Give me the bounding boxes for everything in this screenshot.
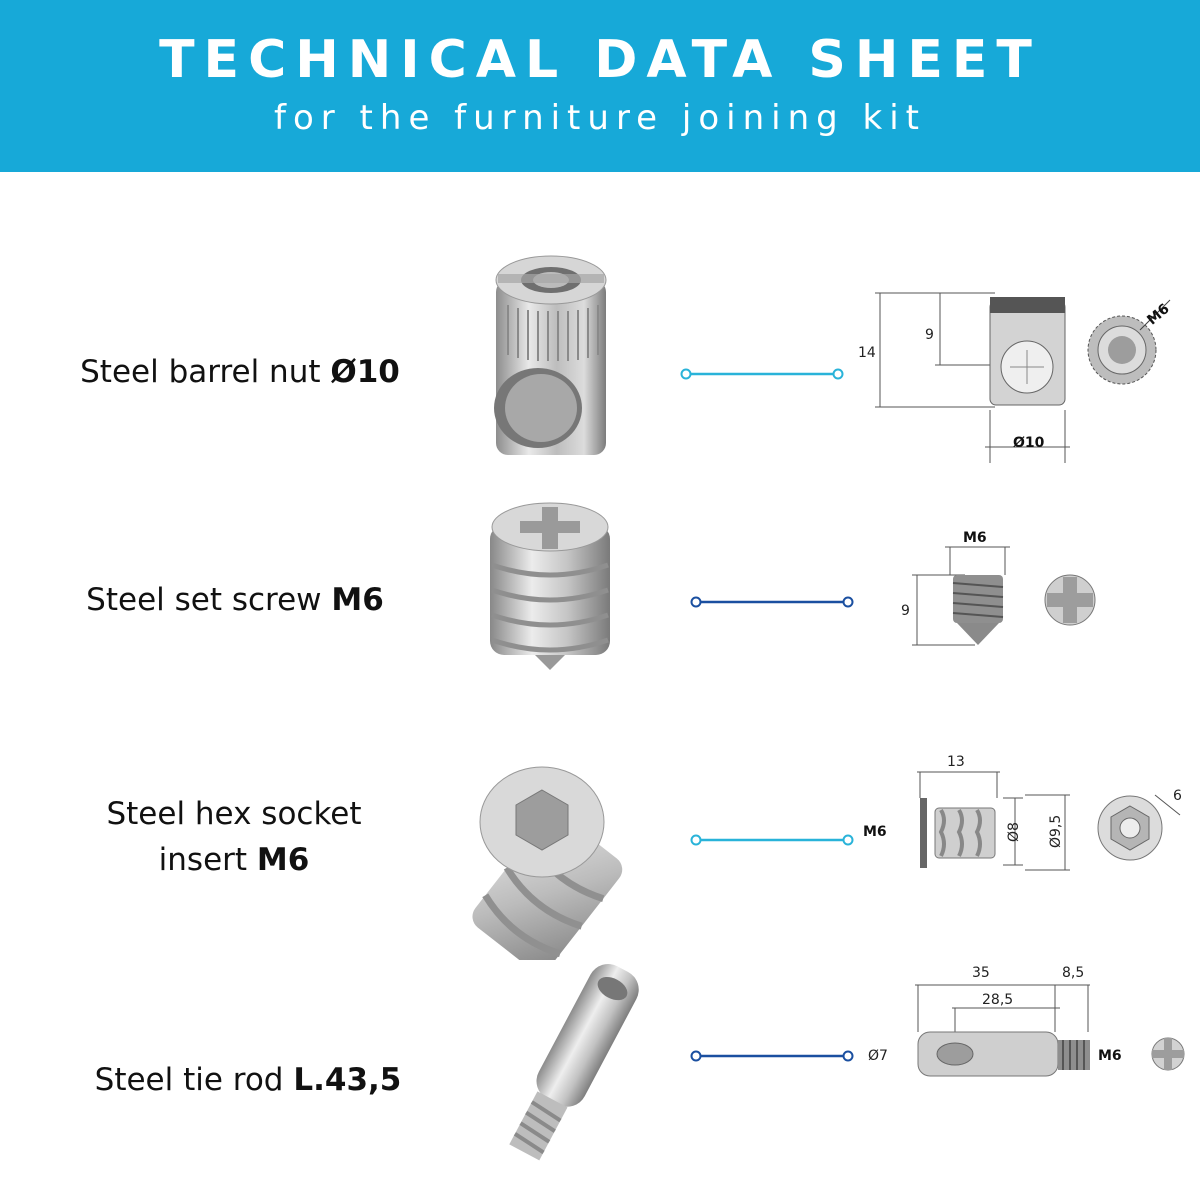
dim-length: 13 [947, 754, 965, 770]
item-spec: M6 [331, 582, 384, 618]
header-banner: TECHNICAL DATA SHEET for the furniture j… [0, 0, 1200, 172]
item-name-line1: Steel hex socket [106, 796, 362, 832]
dim-thread: M6 [1144, 301, 1172, 328]
item-name-line2: insert [158, 842, 257, 878]
item-name: Steel set screw [86, 582, 332, 618]
dim-height-total: 14 [858, 345, 876, 361]
item-spec: M6 [256, 842, 310, 878]
item-name: Steel barrel nut [80, 354, 331, 390]
item-spec: Ø10 [330, 354, 400, 390]
dim-thread: M6 [963, 530, 987, 546]
item-label: Steel set screw M6 [35, 577, 435, 623]
item-name: Steel tie rod [94, 1062, 294, 1098]
dim-thread: M6 [1098, 1048, 1122, 1064]
barrel-nut-image [494, 255, 607, 455]
item-label: Steel tie rod L.43,5 [48, 1057, 448, 1103]
connector-line [680, 368, 844, 380]
dim-outer-diameter: Ø9,5 [1048, 815, 1064, 848]
page-subtitle: for the furniture joining kit [274, 98, 926, 138]
tie-rod-image [509, 964, 639, 1161]
connector-line [690, 1050, 854, 1062]
dim-height-axis: 9 [925, 327, 934, 343]
dim-length: 9 [901, 603, 910, 619]
dim-hole-position: 28,5 [982, 992, 1013, 1008]
dim-inner-diameter: Ø8 [1006, 822, 1022, 842]
dim-thread: M6 [863, 824, 887, 840]
connector-line [690, 834, 854, 846]
item-label: Steel hex socket insert M6 [34, 791, 434, 883]
barrel-nut-drawing: 14 9 Ø10 M6 [858, 292, 1173, 463]
item-label: Steel barrel nut Ø10 [40, 349, 440, 395]
hex-insert-image [472, 766, 623, 960]
hex-insert-drawing: 13 M6 Ø8 Ø9,5 6 [863, 754, 1182, 871]
item-spec: L.43,5 [293, 1062, 402, 1098]
dim-thread-length: 8,5 [1062, 965, 1084, 981]
set-screw-image [490, 502, 610, 670]
connector-line [690, 596, 854, 608]
dim-hex: 6 [1173, 788, 1182, 804]
tie-rod-drawing: 35 8,5 28,5 Ø7 M6 [868, 965, 1185, 1077]
dim-diameter: Ø7 [868, 1048, 888, 1064]
set-screw-drawing: M6 9 [901, 530, 1096, 646]
dim-diameter: Ø10 [1013, 435, 1045, 451]
dim-total: 35 [972, 965, 990, 981]
page-title: TECHNICAL DATA SHEET [159, 30, 1041, 90]
